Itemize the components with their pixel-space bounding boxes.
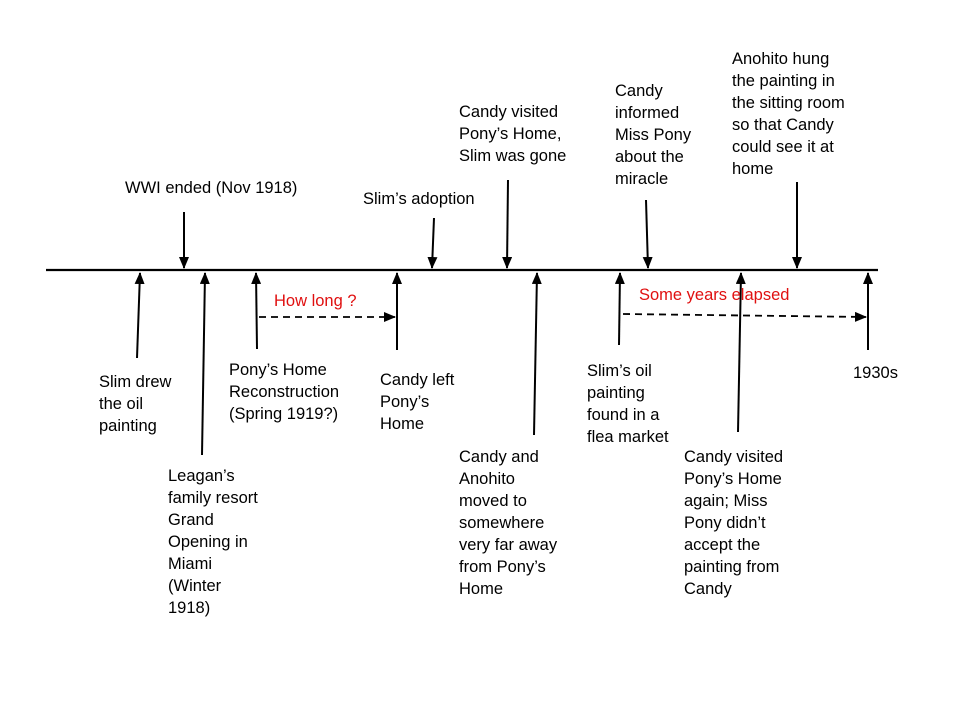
arrow-leagan-resort — [199, 272, 210, 456]
event-label-slim-drew: Slim drew the oil painting — [99, 373, 172, 435]
event-label-slim-adoption: Slim’s adoption — [363, 190, 475, 208]
event-label-candy-moved: Candy and Anohito moved to somewhere ver… — [459, 448, 558, 598]
event-label-candy-left: Candy left Pony’s Home — [380, 371, 455, 433]
event-label-leagan-resort: Leagan’s family resort Grand Opening in … — [168, 467, 258, 617]
event-label-anohito-hung: Anohito hung the painting in the sitting… — [732, 50, 845, 178]
arrow-candy-moved — [531, 272, 542, 436]
arrow-slim-adoption — [427, 217, 438, 269]
event-label-oil-painting-found: Slim’s oil painting found in a flea mark… — [587, 362, 669, 446]
arrow-slim-drew — [134, 272, 145, 359]
event-label-pony-reconstruction: Pony’s Home Reconstruction (Spring 1919?… — [229, 361, 340, 423]
event-label-candy-informed: Candy informed Miss Pony about the mirac… — [615, 82, 692, 188]
span-arrow-some-years — [622, 311, 867, 322]
event-label-wwi-ended: WWI ended (Nov 1918) — [125, 179, 298, 197]
event-label-candy-visited-again: Candy visited Pony’s Home again; Miss Po… — [684, 448, 784, 598]
arrow-pony-reconstruction — [251, 272, 262, 350]
arrow-oil-painting-found — [614, 272, 625, 346]
span-label-how-long: How long ? — [274, 292, 357, 310]
span-label-some-years: Some years elapsed — [639, 286, 790, 304]
event-label-candy-visited: Candy visited Pony’s Home, Slim was gone — [459, 103, 567, 165]
arrow-candy-visited — [502, 179, 513, 269]
arrow-candy-informed — [642, 199, 653, 269]
arrow-candy-visited-again — [735, 272, 746, 433]
event-label-1930s: 1930s — [853, 364, 898, 382]
